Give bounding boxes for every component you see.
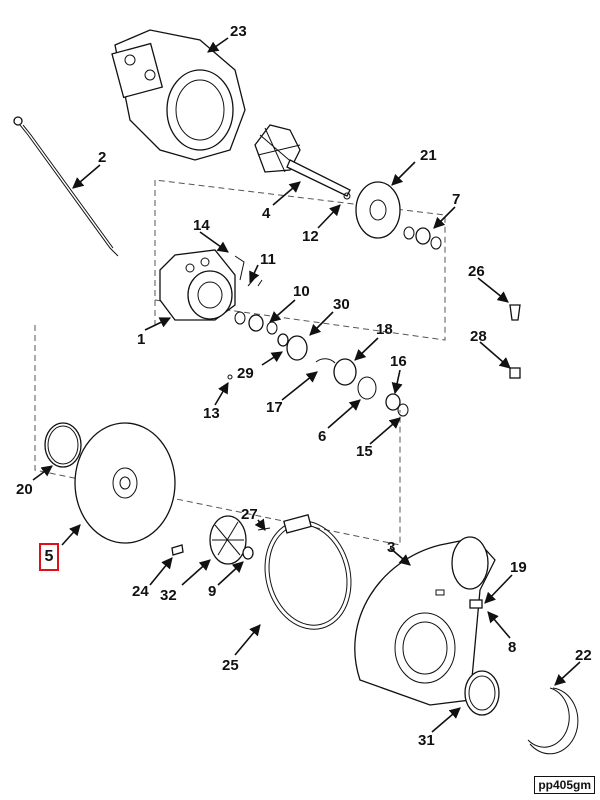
callout-14: 14 [193, 217, 210, 234]
turbine-housing [111, 29, 246, 161]
callout-3: 3 [387, 539, 395, 556]
inlet-adapter-and-ring [464, 670, 579, 755]
callout-21: 21 [420, 147, 437, 164]
callout-2: 2 [98, 149, 106, 166]
compressor-backplate [44, 422, 176, 544]
callout-25: 25 [222, 657, 239, 674]
callout-11: 11 [260, 251, 276, 268]
callout-29: 29 [237, 365, 254, 382]
callout-30: 30 [333, 296, 350, 313]
callout-20: 20 [16, 481, 33, 498]
callout-26: 26 [468, 263, 485, 280]
leader-lines [32, 37, 581, 733]
callout-19: 19 [510, 559, 527, 576]
callout-8: 8 [508, 639, 516, 656]
callout-31: 31 [418, 732, 435, 749]
callout-27: 27 [241, 506, 258, 523]
callout-24: 24 [132, 583, 149, 600]
compressor-housing [354, 536, 496, 706]
callout-22: 22 [575, 647, 592, 664]
callout-28: 28 [470, 328, 487, 345]
callout-15: 15 [356, 443, 373, 460]
callout-1: 1 [137, 331, 145, 348]
callout-12: 12 [302, 228, 319, 245]
callout-16: 16 [390, 353, 407, 370]
compressor-wheel [171, 515, 271, 565]
oil-supply-tube [13, 116, 119, 257]
callout-labels: 23 2 4 21 7 12 14 11 1 10 30 18 29 16 17… [16, 23, 592, 749]
callout-32: 32 [160, 587, 177, 604]
callout-13: 13 [203, 405, 220, 422]
v-band-clamp [264, 514, 352, 630]
callout-7: 7 [452, 191, 460, 208]
callout-18: 18 [376, 321, 393, 338]
callout-9: 9 [208, 583, 216, 600]
drawing-code: pp405gm [534, 776, 595, 794]
callout-10: 10 [293, 283, 310, 300]
center-housing [159, 249, 236, 321]
shaft-and-wheel [254, 124, 351, 197]
backplate [355, 181, 401, 239]
highlighted-callout-5[interactable]: 5 [39, 543, 59, 571]
callout-6: 6 [318, 428, 326, 445]
callout-17: 17 [266, 399, 283, 416]
small-parts [227, 192, 521, 417]
callout-4: 4 [262, 205, 271, 222]
callout-23: 23 [230, 23, 247, 40]
